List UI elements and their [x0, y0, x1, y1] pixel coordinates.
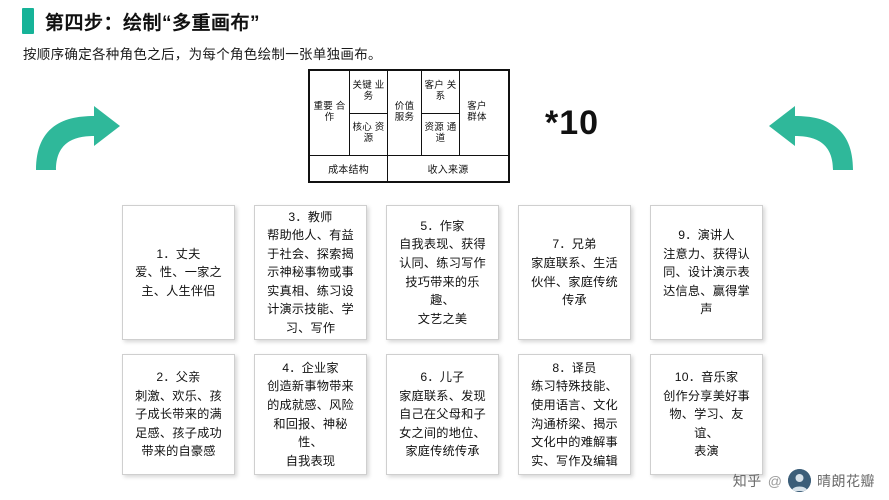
bmc-cell-key-resources: 核心 资源	[352, 122, 385, 145]
role-card[interactable]: 4．企业家 创造新事物带来 的成就感、风险 和回报、神秘性、 自我表现	[254, 354, 367, 475]
watermark: 知乎 @ 晴朗花瓣	[733, 469, 875, 492]
watermark-brand: 知乎	[732, 472, 762, 489]
role-card-text: 5．作家 自我表现、获得 认同、练习写作 技巧带来的乐趣、 文艺之美	[399, 218, 486, 326]
role-card-text: 8．译员 练习特殊技能、 使用语言、文化 沟通桥梁、揭示 文化中的难解事 实、写…	[531, 360, 618, 468]
role-card[interactable]: 10．音乐家 创作分享美好事 物、学习、友谊、 表演	[650, 354, 763, 475]
role-card[interactable]: 9．演讲人 注意力、获得认 同、设计演示表 达信息、赢得掌 声	[650, 205, 763, 340]
role-card[interactable]: 7．兄弟 家庭联系、生活 伙伴、家庭传统 传承	[518, 205, 631, 340]
multiplier-label: *10	[545, 104, 600, 142]
header-accent-bar	[22, 8, 34, 34]
watermark-separator: @	[767, 472, 782, 489]
bmc-bottom-row: 成本结构 收入来源	[310, 155, 508, 181]
role-card-text: 6．儿子 家庭联系、发现 自己在父母和子 女之间的地位、 家庭传统传承	[399, 370, 486, 459]
business-model-canvas: 重要 合作 关键 业务 核心 资源 价值 服务 客户 关系 资源 通道 客户 群…	[308, 69, 510, 183]
role-card[interactable]: 5．作家 自我表现、获得 认同、练习写作 技巧带来的乐趣、 文艺之美	[386, 205, 499, 340]
role-card-text: 4．企业家 创造新事物带来 的成就感、风险 和回报、神秘性、 自我表现	[267, 360, 354, 468]
bmc-cell-customer-relations: 客户 关系	[422, 71, 459, 114]
bmc-cell-cost-structure: 成本结构	[310, 156, 388, 181]
bmc-col-key-partners: 重要 合作	[310, 71, 350, 155]
role-card[interactable]: 3．教师 帮助他人、有益 于社会、探索揭 示神秘事物或事 实真相、练习设 计演示…	[254, 205, 367, 340]
avatar	[788, 469, 811, 492]
curved-arrow-left-icon	[767, 104, 859, 181]
header: 第四步：绘制“多重画布”	[0, 6, 889, 36]
bmc-cell-customer-segments: 客户 群体	[467, 101, 487, 123]
bmc-col-customer-relations-channels: 客户 关系 资源 通道	[422, 71, 460, 155]
bmc-cell-value-proposition: 价值 服务	[394, 101, 415, 123]
bmc-cell-revenue-streams: 收入来源	[427, 165, 469, 176]
role-card-text: 1．丈夫 爱、性、一家之 主、人生伴侣	[135, 246, 222, 298]
role-card-text: 9．演讲人 注意力、获得认 同、设计演示表 达信息、赢得掌 声	[663, 228, 750, 317]
page-subtitle: 按顺序确定各种角色之后，为每个角色绘制一张单独画布。	[23, 47, 382, 62]
role-card-text: 2．父亲 刺激、欢乐、孩 子成长带来的满 足感、孩子成功 带来的自豪感	[135, 370, 222, 459]
curved-arrow-right-icon	[30, 104, 122, 181]
bmc-top-row: 重要 合作 关键 业务 核心 资源 价值 服务 客户 关系 资源 通道 客户 群…	[310, 71, 508, 155]
role-card-text: 10．音乐家 创作分享美好事 物、学习、友谊、 表演	[663, 370, 750, 459]
role-card-text: 7．兄弟 家庭联系、生活 伙伴、家庭传统 传承	[531, 237, 618, 308]
role-card[interactable]: 6．儿子 家庭联系、发现 自己在父母和子 女之间的地位、 家庭传统传承	[386, 354, 499, 475]
page-title: 第四步：绘制“多重画布”	[45, 12, 261, 34]
bmc-col-customer-segments: 客户 群体	[460, 71, 494, 155]
role-card-text: 3．教师 帮助他人、有益 于社会、探索揭 示神秘事物或事 实真相、练习设 计演示…	[267, 209, 354, 335]
bmc-cell-key-partners: 重要 合作	[313, 101, 346, 123]
role-card[interactable]: 1．丈夫 爱、性、一家之 主、人生伴侣	[122, 205, 235, 340]
role-card[interactable]: 2．父亲 刺激、欢乐、孩 子成长带来的满 足感、孩子成功 带来的自豪感	[122, 354, 235, 475]
bmc-cell-key-activities: 关键 业务	[350, 71, 387, 114]
bmc-col-key-activities-resources: 关键 业务 核心 资源	[350, 71, 388, 155]
watermark-user: 晴朗花瓣	[817, 472, 875, 489]
bmc-cell-channels: 资源 通道	[424, 122, 457, 145]
bmc-col-value-proposition: 价值 服务	[388, 71, 422, 155]
role-card[interactable]: 8．译员 练习特殊技能、 使用语言、文化 沟通桥梁、揭示 文化中的难解事 实、写…	[518, 354, 631, 475]
